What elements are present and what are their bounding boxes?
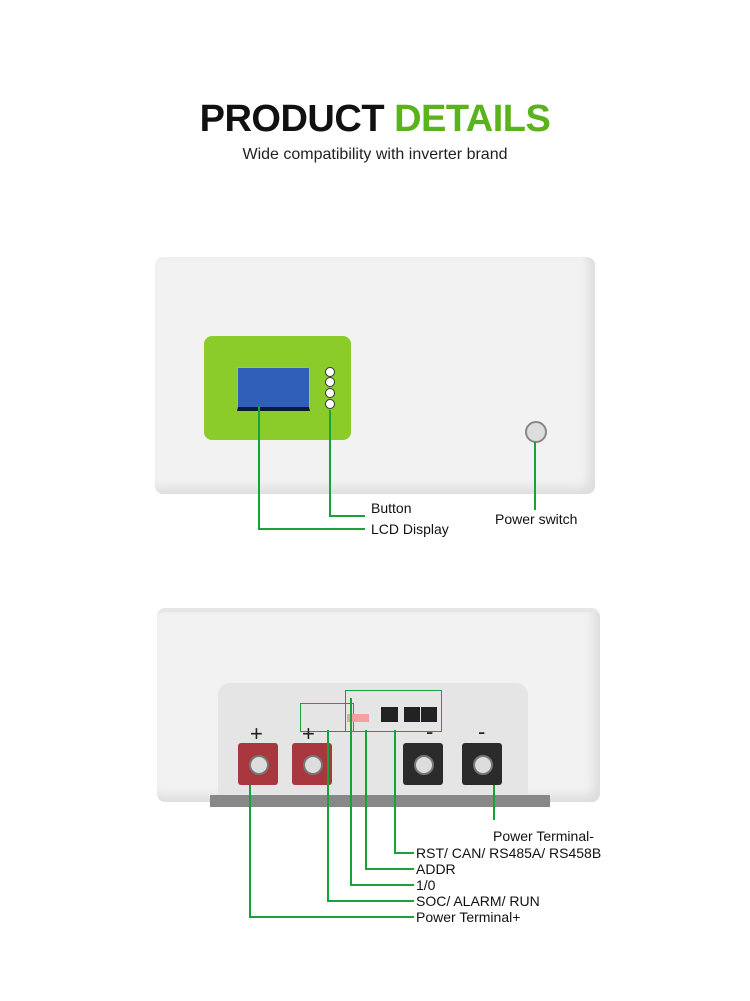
minus-sign: - <box>478 719 486 744</box>
rs485a-port[interactable] <box>404 707 420 722</box>
down-button[interactable] <box>325 399 335 409</box>
positive-terminal <box>238 743 278 785</box>
negative-terminal <box>403 743 443 785</box>
power-terminal-negative-label: Power Terminal- <box>493 828 594 844</box>
esc-button[interactable] <box>325 377 335 387</box>
minus-sign: - <box>426 719 434 744</box>
can-port[interactable] <box>381 707 398 722</box>
up-button[interactable] <box>325 388 335 398</box>
plus-sign: + <box>302 721 315 746</box>
addr-label: ADDR <box>416 861 456 877</box>
power-switch[interactable] <box>525 421 547 443</box>
positive-terminal <box>292 743 332 785</box>
lcd-label: LCD Display <box>371 521 449 537</box>
title-part2: DETAILS <box>394 98 551 140</box>
power-terminal-positive-label: Power Terminal+ <box>416 909 521 925</box>
lcd-display <box>237 367 310 411</box>
rs485b-port[interactable] <box>421 707 437 722</box>
mounting-bracket <box>210 795 550 807</box>
comm-ports-label: RST/ CAN/ RS485A/ RS458B <box>416 845 602 861</box>
subtitle: Wide compatibility with inverter brand <box>242 146 508 163</box>
power-switch-label: Power switch <box>495 511 578 527</box>
title-part1: PRODUCT <box>199 98 385 140</box>
switch-label: 1/0 <box>416 877 436 893</box>
enter-button[interactable] <box>325 367 335 377</box>
addr-dip-switch[interactable] <box>347 714 369 722</box>
indicators-label: SOC/ ALARM/ RUN <box>416 893 540 909</box>
ports-box <box>345 690 442 732</box>
button-label: Button <box>371 500 412 516</box>
page-title: PRODUCT DETAILS <box>0 98 750 141</box>
plus-sign: + <box>250 721 263 746</box>
negative-terminal <box>462 743 502 785</box>
